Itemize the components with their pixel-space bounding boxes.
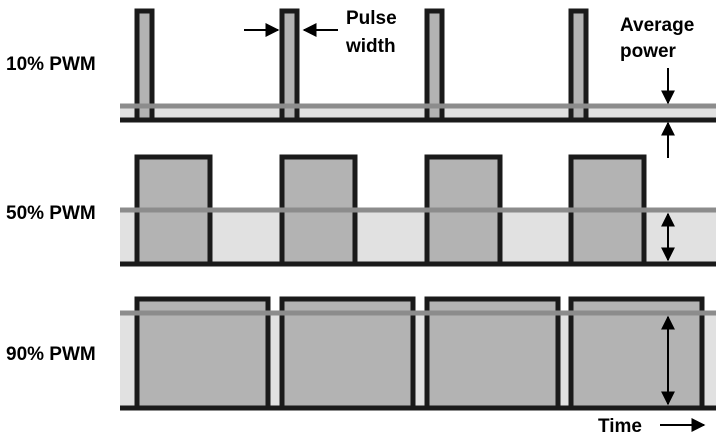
time-axis-annotation: Time xyxy=(598,416,706,437)
row-label-50: 50% PWM xyxy=(6,203,96,224)
average-power-label-line1: Average xyxy=(620,15,694,36)
average-power-annotation: Average power xyxy=(620,15,694,406)
pulse-width-label-line1: Pulse xyxy=(346,8,397,29)
pwm-row-50: 50% PWM xyxy=(6,154,716,267)
pwm-row-10: 10% PWM xyxy=(6,8,716,123)
pulse-width-label-line2: width xyxy=(345,36,396,57)
pulse-width-annotation: Pulse width xyxy=(244,8,397,57)
average-power-band-10 xyxy=(120,106,716,120)
average-power-label-line2: power xyxy=(620,41,677,62)
pwm-row-90: 90% PWM xyxy=(6,296,716,411)
time-label: Time xyxy=(598,416,642,437)
row-label-10: 10% PWM xyxy=(6,54,96,75)
pulse-90-2 xyxy=(279,296,416,411)
row-label-90: 90% PWM xyxy=(6,344,96,365)
